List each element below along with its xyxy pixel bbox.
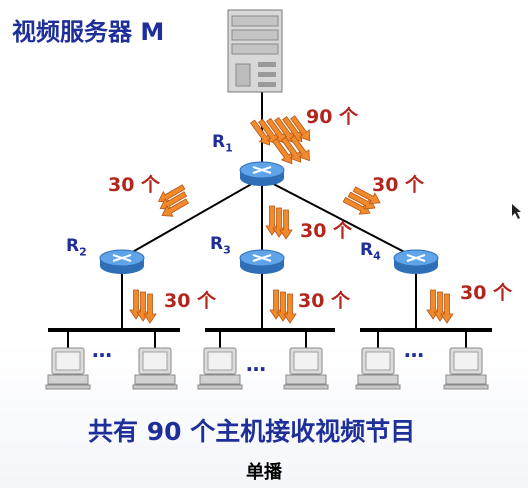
server-icon [227, 9, 283, 93]
router-label-r2: R2 [66, 236, 87, 259]
more-hosts-ellipsis: … [404, 338, 425, 362]
host-computer-icon [283, 347, 329, 390]
host-computer-icon [45, 347, 91, 390]
host-computer-icon [355, 347, 401, 390]
count-server-r1: 90 个 [306, 106, 359, 128]
router-r2-icon [99, 249, 145, 275]
router-label-r3: R3 [210, 234, 231, 257]
diagram-title: 视频服务器 M [12, 18, 165, 46]
host-computer-icon [132, 347, 178, 390]
count-r2-lan: 30 个 [164, 290, 217, 312]
arrows-r3-lan [269, 289, 297, 324]
arrows-r2-lan [129, 289, 157, 324]
host-computer-icon [197, 347, 243, 390]
mouse-pointer-icon [512, 204, 521, 219]
router-label-r4: R4 [360, 240, 381, 263]
count-r3-lan: 30 个 [298, 290, 351, 312]
count-r4-lan: 30 个 [460, 282, 513, 304]
link-r1-r4 [261, 177, 417, 259]
diagram-subcaption: 单播 [246, 462, 282, 483]
router-r3-icon [239, 249, 285, 275]
arrows-r1-r3 [265, 205, 293, 240]
count-r1-r4: 30 个 [372, 174, 425, 196]
router-label-r1: R1 [212, 132, 233, 155]
links [121, 92, 417, 328]
more-hosts-ellipsis: … [92, 338, 113, 362]
more-hosts-ellipsis: … [246, 352, 267, 376]
arrows-r4-lan [426, 289, 454, 324]
router-r4-icon [393, 249, 439, 275]
count-r1-r3: 30 个 [300, 220, 353, 242]
link-r1-r2 [121, 177, 263, 259]
diagram-caption: 共有 90 个主机接收视频节目 [88, 417, 416, 446]
router-r1-icon [239, 161, 285, 187]
host-computer-icon [443, 347, 489, 390]
count-r1-r2: 30 个 [108, 174, 161, 196]
